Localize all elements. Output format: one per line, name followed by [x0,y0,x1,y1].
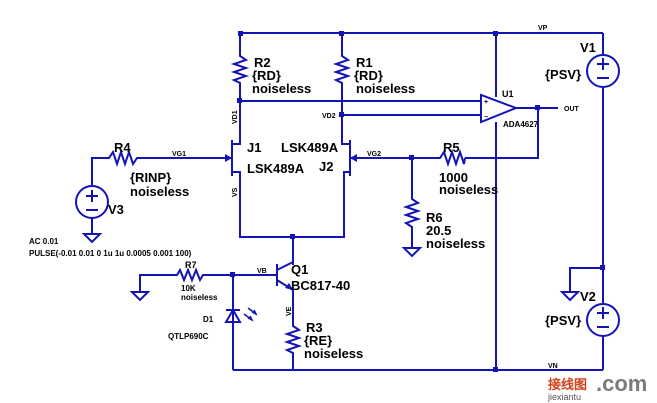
v2-labels: V2 {PSV} [545,289,596,328]
wires [91,32,604,371]
net-label-vb: VB [257,268,267,275]
watermark-com: .com [596,371,647,396]
net-label-vp: VP [538,25,548,32]
r2-value: {RD} [252,68,281,83]
ground-symbols [81,233,581,302]
watermark: 接线图 .com jiexiantu [547,371,647,402]
watermark-site: jiexiantu [547,392,581,402]
u1-ref: U1 [502,89,514,99]
d1-model: QTLP690C [168,332,209,341]
j1-labels: J1 LSK489A [247,140,305,176]
j2-model: LSK489A [281,140,339,155]
svg-text:+: + [484,99,488,106]
svg-text:−: − [484,114,488,121]
r6-labels: R6 20.5 noiseless [426,210,485,251]
u1-model: ADA4627 [503,120,539,129]
r5-model: noiseless [439,182,498,197]
r1-resistor [332,52,352,86]
v3-labels: V3 AC 0.01 PULSE(-0.01 0.01 0 1u 1u 0.00… [29,202,192,258]
u1-labels: U1 ADA4627 [502,89,539,129]
q1-model: BC817-40 [291,278,350,293]
r3-resistor [283,322,303,356]
r1-value: {RD} [354,68,383,83]
j1-model: LSK489A [247,161,305,176]
r5-ref: R5 [443,140,460,155]
r1-model: noiseless [356,81,415,96]
net-label-vg1: VG1 [172,151,186,158]
net-label-ve: VE [286,306,293,316]
r6-ref: R6 [426,210,443,225]
r1-labels: R1 {RD} noiseless [354,55,415,96]
q1-labels: Q1 BC817-40 [291,262,350,293]
r5-labels: R5 1000 noiseless [439,140,498,197]
j2-ref: J2 [319,159,333,174]
r7-labels: R7 10K noiseless [181,260,218,302]
net-label-vn: VN [548,363,558,370]
r5-resistor [436,148,466,168]
v2-source [586,303,620,337]
v1-value: {PSV} [545,67,581,82]
v3-source [75,185,109,219]
q1-transistor [276,237,294,294]
v1-labels: V1 {PSV} [545,40,596,82]
u1-opamp: + − [480,93,519,124]
r2-labels: R2 {RD} noiseless [252,55,311,96]
net-label-vd2: VD2 [322,113,336,120]
r7-ref: R7 [185,260,197,270]
r6-value: 20.5 [426,223,451,238]
r1-ref: R1 [356,55,373,70]
junction-dots [230,31,605,372]
v1-ref: V1 [580,40,596,55]
j1-ref: J1 [247,140,261,155]
r4-resistor [105,148,141,168]
v1-source [586,54,620,88]
net-label-vg2: VG2 [367,151,381,158]
r3-value: {RE} [304,333,332,348]
r6-resistor [402,195,422,232]
r2-model: noiseless [252,81,311,96]
j2-labels: LSK489A J2 [281,140,339,174]
r3-ref: R3 [306,320,323,335]
r2-resistor [230,52,250,86]
net-label-vs: VS [232,187,239,197]
v3-ac: AC 0.01 [29,237,59,246]
d1-ref: D1 [203,315,214,324]
j2-jfet [341,140,358,176]
v3-pulse: PULSE(-0.01 0.01 0 1u 1u 0.0005 0.001 10… [29,249,192,258]
q1-ref: Q1 [291,262,308,277]
v2-ref: V2 [580,289,596,304]
r2-ref: R2 [254,55,271,70]
r3-model: noiseless [304,346,363,361]
d1-labels: D1 QTLP690C [168,315,214,341]
watermark-cn: 接线图 [548,377,587,392]
r6-model: noiseless [426,236,485,251]
r4-model: noiseless [130,184,189,199]
j1-jfet [224,140,241,176]
r3-labels: R3 {RE} noiseless [304,320,363,361]
d1-led [224,303,258,328]
r7-resistor [173,267,205,283]
r4-value: {RINP} [130,170,171,185]
net-label-vd1: VD1 [232,110,239,124]
r4-labels: R4 {RINP} noiseless [114,140,189,199]
r5-value: 1000 [439,170,468,185]
r4-ref: R4 [114,140,131,155]
net-label-out: OUT [564,106,580,113]
v3-ref: V3 [108,202,124,217]
r7-value: 10K [181,284,196,293]
r7-model: noiseless [181,293,218,302]
v2-value: {PSV} [545,313,581,328]
